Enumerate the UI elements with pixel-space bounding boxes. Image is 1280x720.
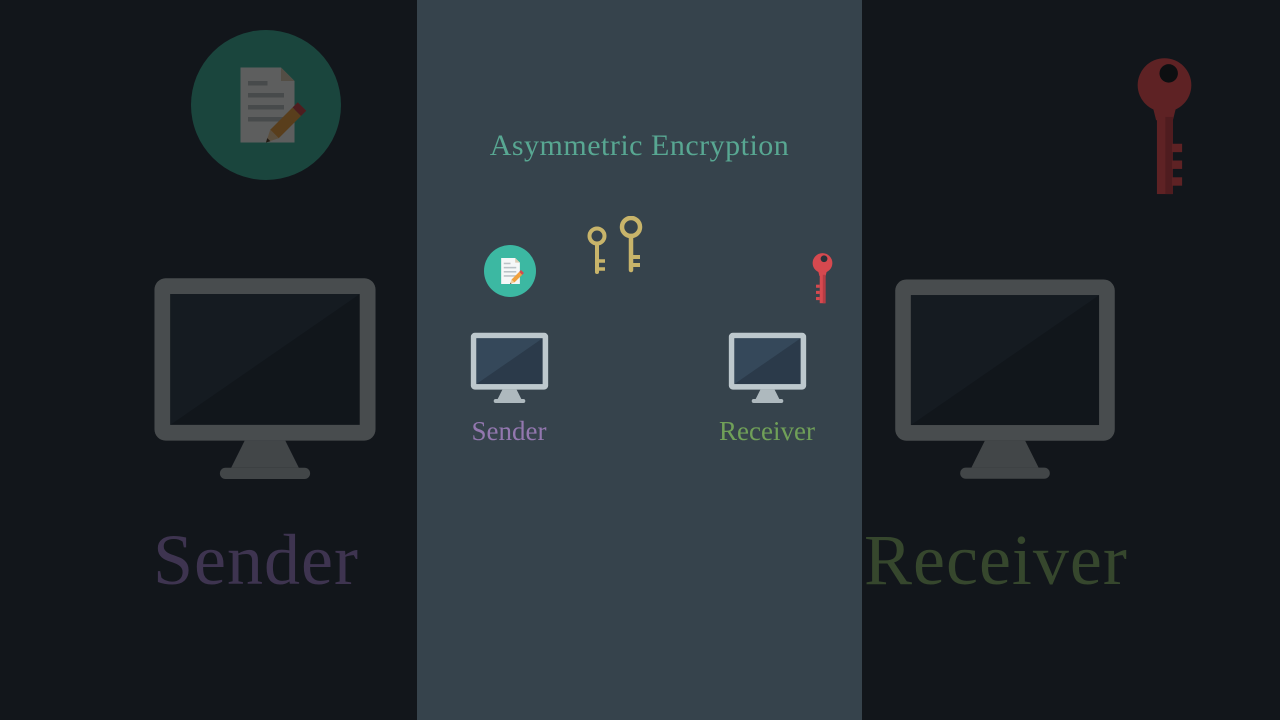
sender-monitor-icon: [470, 332, 549, 403]
background-red-key-icon: [1136, 56, 1193, 198]
receiver-monitor-icon: [728, 332, 807, 403]
sender-monitor-wrap: [470, 332, 549, 403]
gold-key-small-icon: [587, 226, 607, 274]
red-key-icon: [812, 253, 833, 304]
video-title: Asymmetric Encryption: [489, 129, 790, 162]
gold-key-large-icon: [619, 216, 643, 273]
background-sender-text: Sender: [153, 520, 359, 600]
document-icon-wrap: [484, 245, 536, 297]
red-key-icon: [1137, 58, 1192, 195]
background-document-icon: [191, 30, 341, 180]
monitor-icon: [154, 278, 376, 479]
receiver-label: Receiver: [719, 416, 815, 446]
background-monitor-right-icon: [893, 277, 1117, 479]
receiver-monitor-wrap: [728, 332, 807, 403]
gold-key-large-wrap: [614, 216, 648, 274]
sender-label: Sender: [471, 416, 547, 446]
background-receiver-text: Receiver: [864, 520, 1128, 600]
gold-key-small-wrap: [582, 226, 612, 276]
background-monitor-left-icon: [152, 276, 378, 479]
document-pencil-icon: [484, 245, 536, 297]
monitor-icon: [895, 279, 1115, 479]
document-pencil-icon: [191, 30, 341, 180]
red-key-wrap: [812, 252, 833, 305]
